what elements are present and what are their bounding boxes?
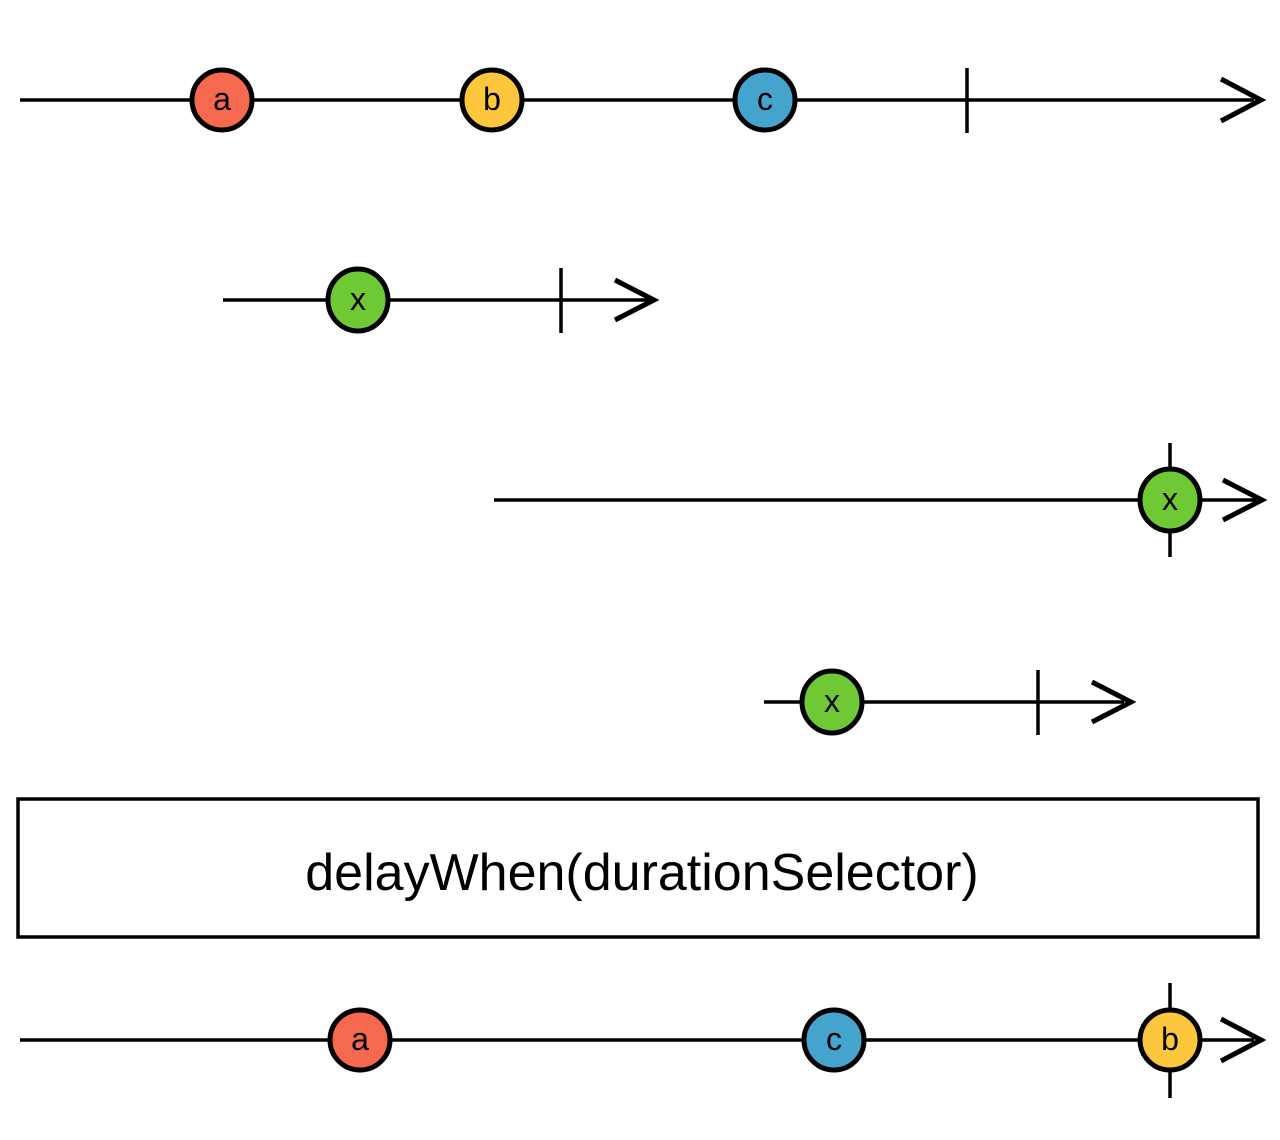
duration-b-marble-x-label: x: [1162, 481, 1178, 517]
output-arrow-icon: [1219, 1016, 1267, 1064]
source-marble-c-label: c: [757, 81, 773, 117]
output-marble-c-circle: [801, 1007, 867, 1073]
source-marble-a-circle: [189, 67, 255, 133]
duration-a-marble-x-circle: [325, 266, 391, 334]
source-timeline: a b c: [20, 67, 1267, 133]
duration-timeline-a: x: [223, 266, 660, 334]
operator-box: delayWhen(durationSelector): [16, 797, 1260, 939]
source-marble-a: a: [189, 67, 255, 133]
duration-c-marble-x: x: [799, 668, 865, 736]
output-marble-a-label: a: [351, 1021, 369, 1057]
duration-b-marble-x: x: [1137, 466, 1203, 534]
operator-box-frame: [16, 797, 1260, 939]
duration-a-marble-x: x: [325, 266, 391, 334]
source-arrow-icon: [1219, 76, 1267, 124]
duration-b-marble-x-circle: [1137, 466, 1203, 534]
source-marble-a-label: a: [213, 81, 231, 117]
output-marble-c-label: c: [826, 1021, 842, 1057]
duration-c-arrow-icon: [1090, 679, 1137, 725]
source-marble-c-circle: [732, 67, 798, 133]
output-marble-b-circle: [1137, 1007, 1203, 1073]
operator-label: delayWhen(durationSelector): [305, 844, 978, 902]
duration-a-arrow-icon: [613, 277, 660, 323]
output-marble-b: b: [1137, 1007, 1203, 1073]
output-marble-a: a: [327, 1007, 393, 1073]
source-marble-b-label: b: [483, 81, 501, 117]
duration-b-arrow-icon: [1221, 477, 1268, 523]
output-marble-b-label: b: [1161, 1021, 1179, 1057]
source-marble-b: b: [459, 67, 525, 133]
duration-timeline-c: x: [764, 668, 1137, 736]
duration-a-marble-x-label: x: [350, 281, 366, 317]
source-marble-c: c: [732, 67, 798, 133]
source-marble-b-circle: [459, 67, 525, 133]
duration-timeline-b: x: [494, 443, 1268, 557]
output-timeline: a c b: [20, 983, 1267, 1098]
output-marble-a-circle: [327, 1007, 393, 1073]
duration-c-marble-x-circle: [799, 668, 865, 736]
output-marble-c: c: [801, 1007, 867, 1073]
duration-c-marble-x-label: x: [824, 683, 840, 719]
